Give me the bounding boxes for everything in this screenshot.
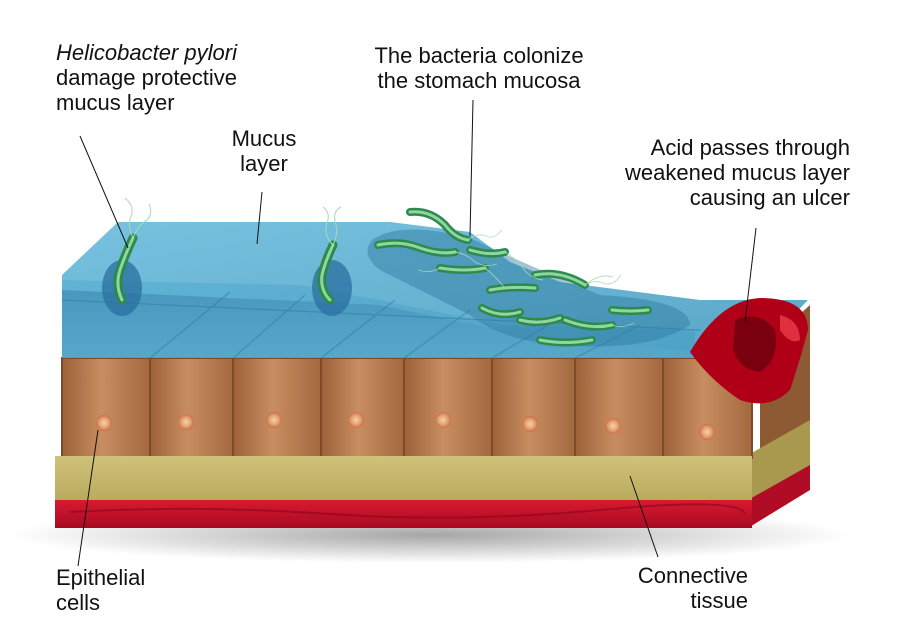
- blood-vessel-layer: [55, 500, 752, 528]
- leader-acid: [744, 227, 757, 323]
- label-connective-line1: Connective: [637, 563, 748, 588]
- cell-nucleus: [605, 418, 621, 434]
- label-h-pylori-line1: Helicobacter pylori: [56, 40, 237, 65]
- leader-h-pylori: [79, 135, 129, 249]
- label-epithelial-cells: Epithelial cells: [56, 565, 145, 615]
- connective-tissue-layer: [55, 456, 752, 502]
- epithelial-cell: [61, 357, 151, 459]
- cell-nucleus: [96, 415, 112, 431]
- label-epithelial-line1: Epithelial: [56, 565, 146, 590]
- cell-nucleus: [178, 414, 194, 430]
- label-h-pylori: Helicobacter pylori damage protective mu…: [56, 40, 237, 115]
- leader-connective: [629, 475, 659, 558]
- ulcer: [690, 298, 808, 404]
- epithelial-cell: [403, 357, 493, 459]
- block-right-side-connective: [748, 420, 810, 505]
- blood-vessel-detail: [69, 503, 746, 519]
- label-connective-line2: tissue: [690, 588, 748, 613]
- label-acid-ulcer: Acid passes through weakened mucus layer…: [580, 135, 850, 210]
- epithelial-cell: [149, 357, 234, 459]
- cell-nucleus: [699, 424, 715, 440]
- label-acid-line2: weakened mucus layer: [624, 160, 850, 185]
- cell-nucleus: [435, 412, 451, 428]
- label-mucus-line1: Mucus: [231, 126, 297, 151]
- block-right-side-blood: [748, 465, 810, 528]
- epithelial-cell: [320, 357, 405, 459]
- label-acid-line3: causing an ulcer: [689, 185, 850, 210]
- epithelial-cell: [491, 357, 576, 459]
- label-h-pylori-line3: mucus layer: [56, 90, 175, 115]
- cell-nucleus: [348, 412, 364, 428]
- epithelial-cell: [574, 357, 664, 459]
- penetrating-bacteria: [102, 197, 352, 316]
- label-mucus-layer: Mucus layer: [214, 126, 314, 176]
- label-colonize-line1: The bacteria colonize: [374, 43, 584, 68]
- bacteria-flagella: [417, 229, 635, 328]
- label-bacteria-colonize: The bacteria colonize the stomach mucosa: [354, 43, 604, 93]
- cell-nuclei: [96, 412, 715, 440]
- label-acid-line1: Acid passes through: [650, 135, 850, 160]
- label-colonize-line2: the stomach mucosa: [377, 68, 581, 93]
- leader-epithelial: [77, 429, 99, 567]
- label-epithelial-line2: cells: [56, 590, 101, 615]
- label-h-pylori-line2: damage protective: [56, 65, 237, 90]
- epithelial-cells: [61, 357, 753, 459]
- leader-lines: [77, 99, 757, 567]
- label-mucus-line2: layer: [240, 151, 288, 176]
- leader-mucus: [256, 191, 263, 245]
- mucus-top-surface: [62, 222, 808, 352]
- cell-nucleus: [522, 416, 538, 432]
- bacteria-cluster: [374, 207, 652, 347]
- label-connective-tissue: Connective tissue: [600, 563, 748, 613]
- cell-nucleus: [266, 412, 282, 428]
- leader-colonize: [469, 99, 474, 237]
- epithelial-cell: [232, 357, 322, 459]
